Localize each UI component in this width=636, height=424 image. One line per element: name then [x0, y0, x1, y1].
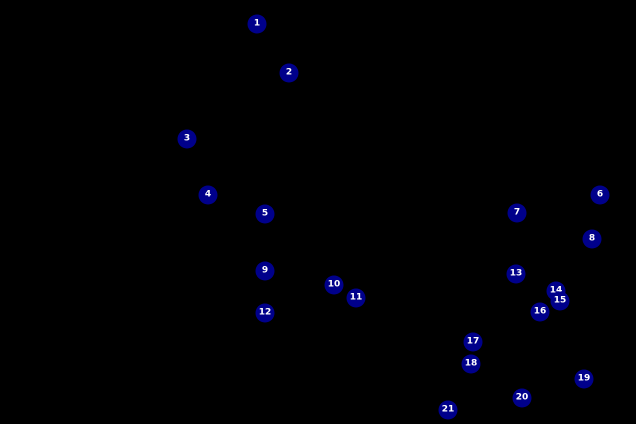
marker-number-label: 20 [515, 392, 529, 403]
marker-number-label: 18 [464, 358, 478, 369]
marker-number-label: 4 [204, 189, 212, 200]
marker-number-label: 10 [327, 279, 341, 290]
marker-number-label: 6 [596, 189, 604, 200]
marker-number-label: 13 [509, 268, 523, 279]
marker-7[interactable]: 7 [507, 203, 527, 223]
marker-number-label: 14 [549, 285, 563, 296]
marker-number-label: 19 [577, 373, 591, 384]
marker-19[interactable]: 19 [574, 369, 594, 389]
marker-13[interactable]: 13 [506, 264, 526, 284]
marker-number-label: 11 [349, 292, 363, 303]
marker-10[interactable]: 10 [324, 275, 344, 295]
marker-number-label: 12 [258, 307, 272, 318]
marker-number-label: 5 [261, 208, 269, 219]
marker-12[interactable]: 12 [255, 303, 275, 323]
marker-21[interactable]: 21 [438, 400, 458, 420]
marker-11[interactable]: 11 [346, 288, 366, 308]
marker-9[interactable]: 9 [255, 261, 275, 281]
marker-3[interactable]: 3 [177, 129, 197, 149]
marker-number-label: 7 [513, 207, 521, 218]
marker-18[interactable]: 18 [461, 354, 481, 374]
marker-20[interactable]: 20 [512, 388, 532, 408]
marker-number-label: 16 [533, 306, 547, 317]
marker-number-label: 3 [183, 133, 191, 144]
marker-number-label: 9 [261, 265, 269, 276]
marker-17[interactable]: 17 [463, 332, 483, 352]
marker-1[interactable]: 1 [247, 14, 267, 34]
marker-2[interactable]: 2 [279, 63, 299, 83]
marker-number-label: 15 [553, 295, 567, 306]
marker-15[interactable]: 15 [550, 291, 570, 311]
marker-6[interactable]: 6 [590, 185, 610, 205]
marker-number-label: 2 [285, 67, 293, 78]
marker-number-label: 1 [253, 18, 261, 29]
marker-16[interactable]: 16 [530, 302, 550, 322]
marker-4[interactable]: 4 [198, 185, 218, 205]
marker-8[interactable]: 8 [582, 229, 602, 249]
marker-5[interactable]: 5 [255, 204, 275, 224]
marker-number-label: 8 [588, 233, 596, 244]
marker-number-label: 21 [441, 404, 455, 415]
marker-number-label: 17 [466, 336, 480, 347]
